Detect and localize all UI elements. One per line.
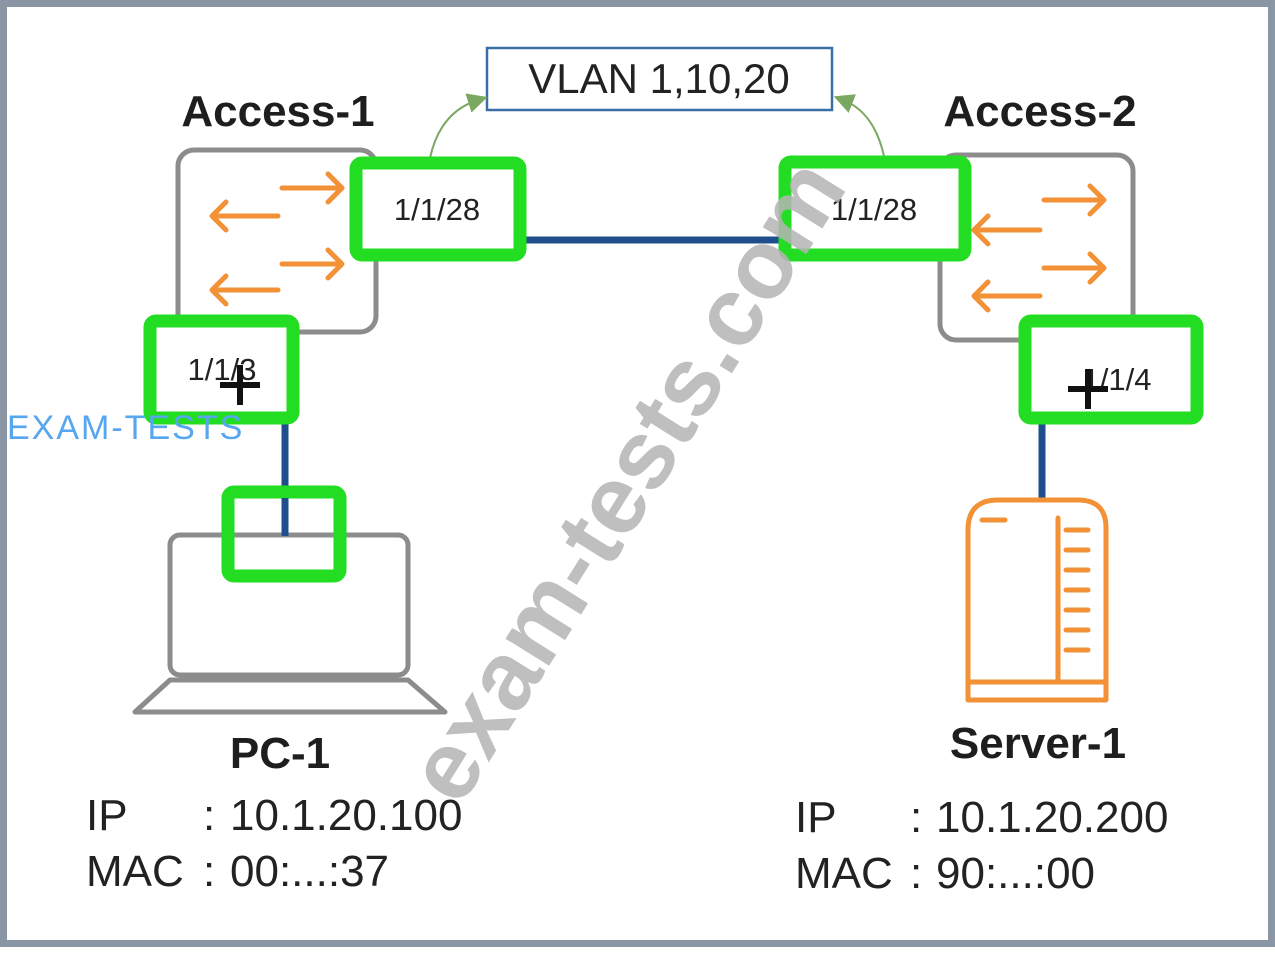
access1-uplink-port-highlight[interactable] xyxy=(349,156,527,262)
callout-arrow-right xyxy=(833,94,885,157)
access1-access-port-label: 1/1/3 xyxy=(188,352,257,387)
switch-arrows-icon xyxy=(971,183,1107,313)
pc1-title: PC-1 xyxy=(230,729,330,778)
pc1-mac-value: 00:...:37 xyxy=(230,847,389,896)
pc1-nic-highlight[interactable] xyxy=(221,485,347,583)
network-diagram: VLAN 1,10,20 Access-1 Access-2 1/1/28 1/… xyxy=(86,46,1204,898)
laptop-icon xyxy=(132,532,448,715)
access2-uplink-port-label: 1/1/28 xyxy=(831,192,917,227)
pc1-mac-label: MAC xyxy=(86,847,184,896)
access2-title: Access-2 xyxy=(943,87,1136,136)
vlan-callout-box xyxy=(485,46,834,112)
access1-access-port-highlight[interactable] xyxy=(143,314,300,425)
pc1-mac-sep: : xyxy=(203,847,215,896)
server-icon xyxy=(965,497,1109,703)
brand-watermark: EXAM-TESTS xyxy=(7,409,245,447)
server1-mac-sep: : xyxy=(910,849,922,898)
access2-uplink-port-highlight[interactable] xyxy=(778,155,972,262)
crosshair-cursor-icon xyxy=(1068,369,1108,409)
access2-access-port-highlight[interactable] xyxy=(1018,314,1204,425)
pc1-ip-value: 10.1.20.100 xyxy=(230,791,462,840)
access1-uplink-port-label: 1/1/28 xyxy=(394,192,480,227)
server1-mac-label: MAC xyxy=(795,849,893,898)
switch-arrows-icon xyxy=(209,171,345,307)
server1-ip-value: 10.1.20.200 xyxy=(936,793,1168,842)
pc1-ip-sep: : xyxy=(203,791,215,840)
callout-arrow-left xyxy=(429,93,488,159)
server1-ip-label: IP xyxy=(795,793,837,842)
vlan-callout-label: VLAN 1,10,20 xyxy=(528,55,790,102)
crosshair-cursor-icon xyxy=(220,365,260,405)
access1-title: Access-1 xyxy=(181,87,374,136)
server1-title: Server-1 xyxy=(950,719,1126,768)
server1-ip-sep: : xyxy=(910,793,922,842)
access1-switch xyxy=(175,147,379,335)
server1-mac-value: 90:...:00 xyxy=(936,849,1095,898)
pc1-ip-label: IP xyxy=(86,791,128,840)
